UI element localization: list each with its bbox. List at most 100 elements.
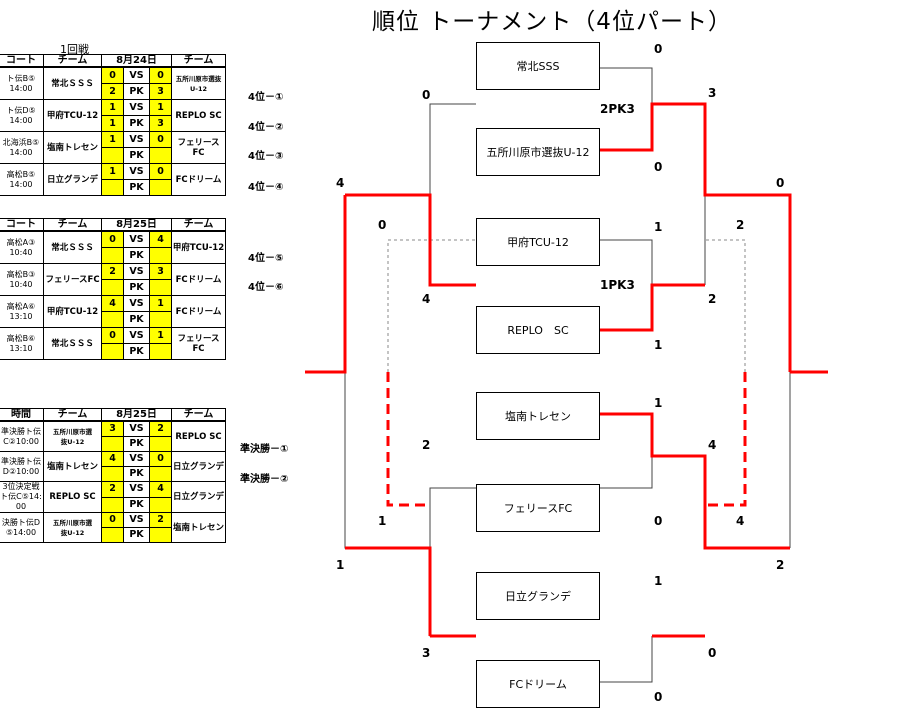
cell-team2: FCドリーム bbox=[171, 163, 226, 196]
cell-team1: 塩南トレセン bbox=[43, 451, 102, 482]
cell-court: 決勝ト伝D ⑤14:00 bbox=[0, 512, 44, 543]
cell-court: 準決勝ト伝 D②10:00 bbox=[0, 451, 44, 482]
cell-pk1 bbox=[101, 527, 124, 543]
match-ref-label: 4位－② bbox=[248, 122, 284, 133]
bracket-team-box: 常北SSS bbox=[476, 42, 600, 90]
bracket-team-box: フェリースFC bbox=[476, 484, 600, 532]
table-header: チーム bbox=[43, 54, 102, 68]
cell-team1: フェリースFC bbox=[43, 263, 102, 296]
table-header: 8月24日 bbox=[101, 54, 172, 68]
cell-pk2 bbox=[149, 466, 172, 482]
bracket-score: 0 bbox=[776, 176, 785, 190]
cell-pk2 bbox=[149, 496, 172, 513]
cell-mid2: PK bbox=[123, 343, 150, 360]
bracket-team-box: 甲府TCU-12 bbox=[476, 218, 600, 266]
cell-mid2: PK bbox=[123, 466, 150, 482]
bracket-team-box: 五所川原市選抜U-12 bbox=[476, 128, 600, 176]
bracket-score: 4 bbox=[708, 438, 717, 452]
cell-s1: 0 bbox=[101, 327, 124, 344]
cell-court: 高松B③ 10:40 bbox=[0, 263, 44, 296]
cell-court: 高松A⑥ 13:10 bbox=[0, 295, 44, 328]
cell-s2: 2 bbox=[149, 512, 172, 528]
cell-pk2: 3 bbox=[149, 115, 172, 132]
cell-s1: 0 bbox=[101, 230, 124, 248]
table-header: チーム bbox=[43, 218, 102, 232]
cell-team1: 日立グランデ bbox=[43, 163, 102, 196]
bracket-team-box: FCドリーム bbox=[476, 660, 600, 708]
cell-s2: 1 bbox=[149, 99, 172, 116]
cell-pk1 bbox=[101, 147, 124, 164]
cell-pk2 bbox=[149, 179, 172, 196]
match-ref-label: 準決勝－② bbox=[240, 474, 289, 485]
cell-s2: 1 bbox=[149, 327, 172, 344]
match-ref-label: 準決勝－① bbox=[240, 444, 289, 455]
bracket-score: 2 bbox=[708, 292, 717, 306]
bracket-team-box: REPLO SC bbox=[476, 306, 600, 354]
bracket-score: 1PK3 bbox=[600, 278, 635, 292]
bracket-score: 3 bbox=[422, 646, 431, 660]
bracket-score: 4 bbox=[736, 514, 745, 528]
match-ref-label: 4位－③ bbox=[248, 151, 284, 162]
cell-pk1 bbox=[101, 343, 124, 360]
cell-court: 高松B⑥ 13:10 bbox=[0, 327, 44, 360]
bracket-score: 1 bbox=[378, 514, 387, 528]
bracket-score: 1 bbox=[654, 396, 663, 410]
bracket-score: 1 bbox=[336, 558, 345, 572]
bracket-score: 0 bbox=[654, 42, 663, 56]
bracket-score: 2PK3 bbox=[600, 102, 635, 116]
round-label: 1回戦 bbox=[60, 43, 89, 56]
table-header: チーム bbox=[171, 218, 226, 232]
table-header: チーム bbox=[171, 408, 226, 422]
bracket-score: 1 bbox=[654, 574, 663, 588]
match-ref-label: 4位－⑤ bbox=[248, 253, 284, 264]
cell-pk2 bbox=[149, 343, 172, 360]
bracket-score: 0 bbox=[654, 514, 663, 528]
cell-team2: FCドリーム bbox=[171, 263, 226, 296]
cell-mid2: PK bbox=[123, 179, 150, 196]
cell-s1: 4 bbox=[101, 451, 124, 467]
page-title: 順位 トーナメント（4位パート） bbox=[372, 9, 732, 35]
bracket-score: 1 bbox=[654, 220, 663, 234]
table-header: 8月25日 bbox=[101, 408, 172, 422]
match-ref-label: 4位－⑥ bbox=[248, 282, 284, 293]
cell-s2: 4 bbox=[149, 230, 172, 248]
bracket-score: 2 bbox=[776, 558, 785, 572]
match-ref-label: 4位－① bbox=[248, 92, 284, 103]
bracket-score: 0 bbox=[422, 88, 431, 102]
cell-pk1 bbox=[101, 466, 124, 482]
cell-pk1 bbox=[101, 179, 124, 196]
bracket-score: 4 bbox=[422, 292, 431, 306]
cell-s1: 0 bbox=[101, 512, 124, 528]
bracket-score: 0 bbox=[708, 646, 717, 660]
cell-s2: 1 bbox=[149, 295, 172, 312]
cell-s1: 3 bbox=[101, 420, 124, 437]
cell-team2: フェリースFC bbox=[171, 327, 226, 360]
cell-s2: 3 bbox=[149, 263, 172, 280]
cell-team1: 塩南トレセン bbox=[43, 131, 102, 164]
table-header: チーム bbox=[171, 54, 226, 68]
cell-s1: 1 bbox=[101, 163, 124, 180]
cell-pk1 bbox=[101, 279, 124, 296]
bracket-score: 2 bbox=[422, 438, 431, 452]
cell-court: 3位決定戦 ト伝C⑤14: 00 bbox=[0, 481, 44, 513]
bracket-score: 1 bbox=[654, 338, 663, 352]
cell-pk2 bbox=[149, 247, 172, 264]
cell-team2: REPLO SC bbox=[171, 420, 226, 452]
cell-s1: 4 bbox=[101, 295, 124, 312]
match-ref-label: 4位－④ bbox=[248, 182, 284, 193]
bracket-team-box: 日立グランデ bbox=[476, 572, 600, 620]
cell-s2: 2 bbox=[149, 420, 172, 437]
cell-team2: 塩南トレセン bbox=[171, 512, 226, 543]
cell-team2: 日立グランデ bbox=[171, 481, 226, 513]
cell-s1: 1 bbox=[101, 131, 124, 148]
bracket-score: 0 bbox=[654, 690, 663, 704]
bracket-team-box: 塩南トレセン bbox=[476, 392, 600, 440]
cell-pk2 bbox=[149, 527, 172, 543]
bracket-score: 0 bbox=[654, 160, 663, 174]
cell-team2: REPLO SC bbox=[171, 99, 226, 132]
cell-pk1 bbox=[101, 247, 124, 264]
